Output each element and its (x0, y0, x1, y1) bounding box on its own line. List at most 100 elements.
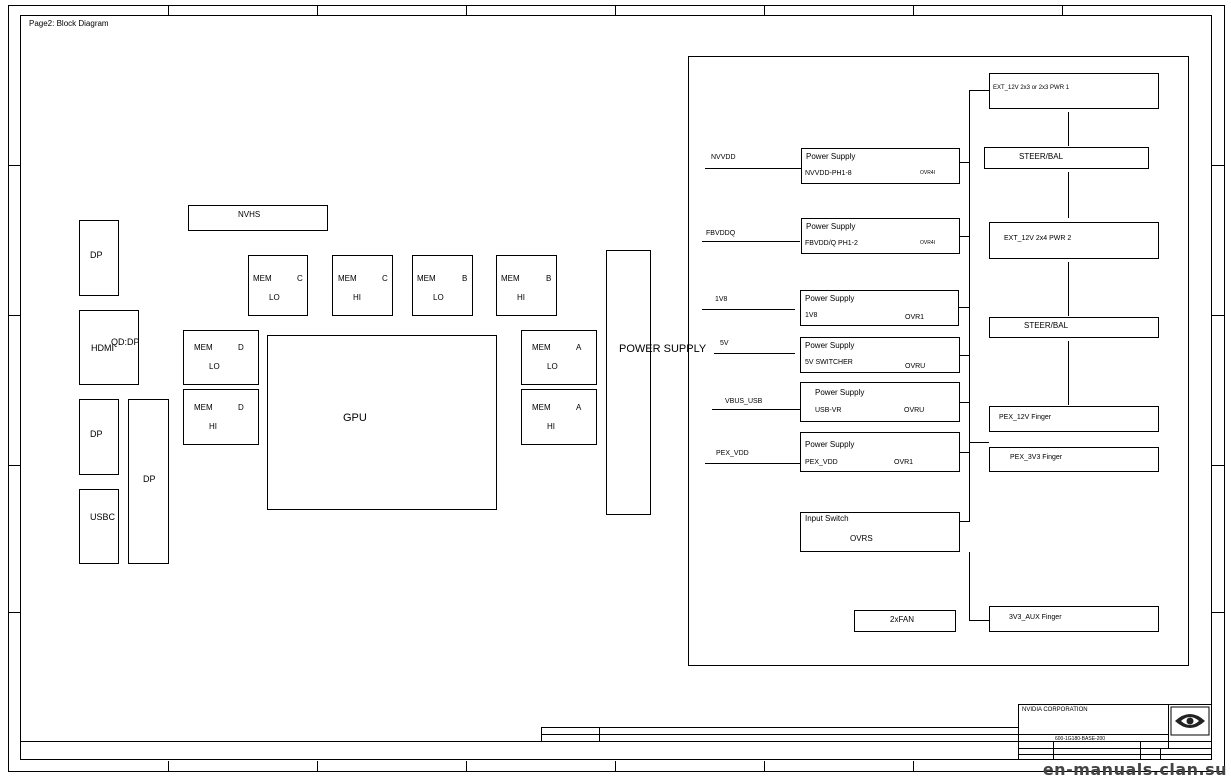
steer-bal-2: STEER/BAL (989, 317, 1159, 338)
aux-3v3-finger: 3V3_AUX Finger (989, 606, 1159, 632)
mem-position: HI (517, 293, 525, 302)
psu-title: Power Supply (805, 294, 855, 303)
wire (960, 162, 970, 163)
psu-ovr: OVRU (904, 407, 925, 414)
dp-label: DP (143, 474, 156, 484)
zone-tick (8, 165, 20, 166)
wire (969, 90, 989, 91)
input-switch-sub: OVRS (850, 534, 873, 543)
wire (960, 452, 970, 453)
mem-channel: B (462, 274, 468, 283)
nvidia-logo-icon (1170, 706, 1210, 736)
mem-b-hi: MEM B HI (496, 255, 557, 316)
drawing-border (20, 15, 1212, 760)
mem-position: LO (433, 293, 444, 302)
zone-tick (168, 761, 169, 772)
net-1v8: 1V8 (715, 296, 728, 303)
title-block-line (1160, 748, 1161, 760)
psu-ovr: OVR4I (920, 240, 936, 246)
psu-ovr: OVR1 (894, 459, 914, 466)
bus-wire (969, 90, 970, 522)
wire (1068, 262, 1069, 316)
title-block-line (541, 727, 1018, 728)
steer1-label: STEER/BAL (1019, 152, 1064, 161)
mem-channel: A (576, 403, 582, 412)
mem-a-hi: MEM A HI (521, 389, 597, 445)
mem-a-lo: MEM A LO (521, 330, 597, 385)
psu-sub: USB-VR (815, 407, 842, 414)
qd-dp-label: QD:DP (111, 337, 140, 347)
dp-connector-tall: DP (128, 399, 169, 564)
drawing-frame (8, 5, 1225, 772)
title-block-line (541, 734, 1018, 735)
zone-tick (913, 5, 914, 15)
mem-position: LO (209, 362, 220, 371)
zone-tick (317, 5, 318, 15)
input-switch: Input Switch OVRS (800, 512, 960, 552)
mem-channel: D (238, 343, 244, 352)
psu-title: Power Supply (805, 440, 855, 449)
zone-tick (615, 5, 616, 15)
psu-1v8: Power Supply 1V8 OVR1 (800, 290, 959, 326)
pex-12v-finger: PEX_12V Finger (989, 406, 1159, 432)
zone-tick (615, 761, 616, 772)
wire (705, 168, 802, 169)
title-block-line (599, 727, 600, 741)
zone-tick (913, 761, 914, 772)
net-pex-vdd: PEX_VDD (716, 450, 749, 457)
psu-title: Power Supply (805, 341, 855, 350)
psu-sub: NVVDD-PH1-8 (805, 170, 852, 177)
fan-label: 2xFAN (890, 615, 915, 624)
power-section-frame (688, 56, 1189, 666)
wire (960, 355, 970, 356)
mem-position: HI (209, 422, 217, 431)
power-supply-label: POWER SUPPLY (619, 343, 707, 355)
psu-title: Power Supply (806, 152, 856, 161)
mem-label: MEM (417, 274, 436, 283)
fan-block: 2xFAN (854, 610, 956, 632)
ext-12v-pwr2: EXT_12V 2x4 PWR 2 (989, 222, 1159, 259)
mem-label: MEM (501, 274, 520, 283)
title-block-line (1018, 734, 1168, 735)
wire (960, 521, 970, 522)
bus-wire (969, 552, 970, 620)
mem-label: MEM (338, 274, 357, 283)
mem-c-hi: MEM C HI (332, 255, 393, 316)
zone-tick (466, 5, 467, 15)
wire (1068, 172, 1069, 218)
title-block-line (1018, 704, 1019, 760)
title-block-line (1018, 704, 1212, 705)
zone-tick (764, 5, 765, 15)
hdmi-connector: HDMI QD:DP (79, 310, 140, 385)
psu-nvvdd: Power Supply NVVDD-PH1-8 OVR4I (801, 148, 960, 184)
wire (712, 409, 800, 410)
watermark: en-manuals.clan.su (1042, 760, 1227, 779)
wire (714, 353, 795, 354)
wire (1068, 341, 1069, 405)
nvhs-block: NVHS (188, 205, 328, 231)
wire (960, 236, 970, 237)
mem-channel: C (297, 274, 303, 283)
zone-tick (1212, 612, 1225, 613)
zone-tick (764, 761, 765, 772)
net-vbus-usb: VBUS_USB (725, 398, 763, 405)
psu-ovr: OVRU (905, 363, 926, 370)
mem-d-hi: MEM D HI (183, 389, 259, 445)
zone-tick (1212, 165, 1225, 166)
wire (959, 307, 970, 308)
mem-label: MEM (253, 274, 272, 283)
zone-tick (8, 465, 20, 466)
gpu-label: GPU (343, 412, 367, 424)
pex-3v3-finger: PEX_3V3 Finger (989, 447, 1159, 472)
psu-vbus-usb: Power Supply USB-VR OVRU (800, 382, 960, 422)
page-title: Page2: Block Diagram (29, 19, 109, 28)
wire (702, 241, 800, 242)
dp-label: DP (90, 429, 103, 439)
mem-label: MEM (194, 403, 213, 412)
zone-tick (1212, 315, 1225, 316)
zone-tick (317, 761, 318, 772)
mem-channel: B (546, 274, 552, 283)
steer2-label: STEER/BAL (1024, 321, 1069, 330)
psu-ovr: OVR1 (905, 314, 925, 321)
psu-sub: 1V8 (805, 312, 818, 319)
